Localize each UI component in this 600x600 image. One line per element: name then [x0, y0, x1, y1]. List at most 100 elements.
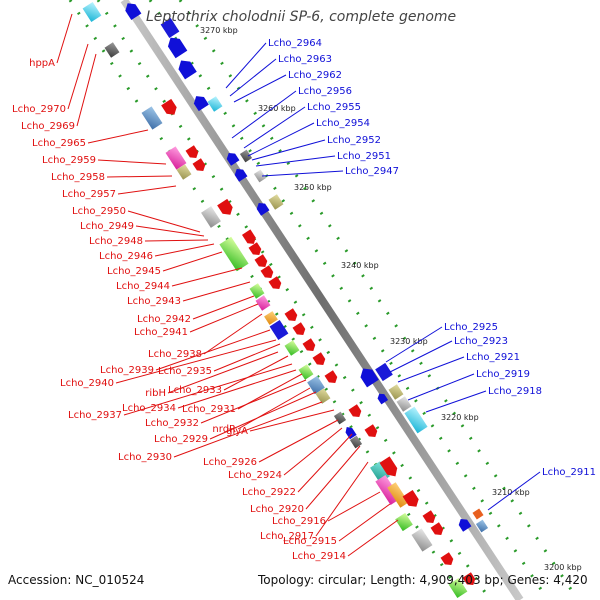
leader-line: [385, 326, 443, 363]
gene-label: Lcho_2918: [488, 386, 542, 397]
gene-arrow: [234, 168, 248, 182]
tick-label: 3250 kbp: [294, 183, 332, 192]
leader-line: [182, 281, 251, 302]
leader-line: [154, 243, 215, 257]
gene-arrow: [260, 265, 274, 279]
gene-label: Lcho_2970: [12, 104, 66, 115]
tick-label: 3200 kbp: [544, 563, 582, 572]
gene-features-reverse: [125, 3, 489, 533]
leader-line: [225, 42, 267, 89]
gene-feature: [82, 2, 102, 22]
gene-label: Lcho_2962: [288, 70, 342, 81]
gene-arrow: [379, 456, 398, 477]
gene-arrow: [458, 518, 472, 532]
gene-feature: [404, 406, 428, 434]
gene-feature: [249, 283, 265, 299]
gene-label: Lcho_2948: [89, 236, 143, 247]
gene-arrow: [377, 393, 389, 405]
leader-line: [487, 471, 541, 511]
gene-label: Lcho_2963: [278, 54, 332, 65]
gene-label: Lcho_2929: [154, 434, 208, 445]
gene-arrow: [167, 37, 188, 59]
gene-feature: [388, 384, 404, 400]
gene-label: Lcho_2911: [542, 467, 596, 478]
left-gene-labels: hppA Lcho_2970Lcho_2969Lcho_2965Lcho_2959…: [12, 58, 346, 562]
gene-feature: [396, 396, 412, 412]
gene-feature: [475, 519, 489, 533]
gene-label: Lcho_2930: [118, 452, 172, 463]
tick-label: 3210 kbp: [492, 488, 530, 497]
gene-arrow: [402, 490, 419, 507]
gene-feature: [472, 508, 484, 520]
tick-label: 3220 kbp: [441, 413, 479, 422]
gene-arrow: [292, 322, 306, 336]
gene-arrow: [241, 229, 256, 244]
leader-line: [127, 210, 201, 233]
gene-feature: [141, 106, 163, 130]
gene-arrow: [422, 510, 436, 524]
gene-label: Lcho_2947: [345, 166, 399, 177]
gene-label: Lcho_2964: [268, 38, 322, 49]
tick-label: 3260 kbp: [258, 104, 296, 113]
leader-line: [283, 427, 343, 476]
leader-line: [97, 159, 167, 165]
gene-label: Lcho_2939: [100, 365, 154, 376]
gene-arrow: [178, 60, 197, 80]
leader-line: [247, 122, 315, 157]
leader-line: [425, 390, 487, 413]
label-leader-lines: [56, 13, 541, 557]
gene-feature: [375, 362, 393, 382]
leader-line: [237, 387, 311, 430]
gene-label: Lcho_2923: [454, 336, 508, 347]
leader-line: [305, 445, 361, 510]
accession-text: Accession: NC_010524: [8, 573, 145, 587]
leader-line: [229, 58, 277, 97]
gene-label: Lcho_2916: [272, 516, 326, 527]
gene-arrow: [302, 338, 316, 352]
gene-label: Lcho_2932: [145, 418, 199, 429]
leader-line: [173, 401, 323, 458]
gene-arrow: [256, 202, 270, 216]
leader-line: [209, 391, 317, 440]
gene-label: Lcho_2959: [42, 155, 96, 166]
gene-feature: [176, 164, 192, 180]
leader-line: [347, 519, 399, 557]
gene-label: Lcho_2937: [68, 410, 122, 421]
gene-label: Lcho_2924: [228, 470, 282, 481]
gene-features: [82, 2, 476, 598]
gene-feature: [269, 320, 289, 340]
leader-line: [213, 343, 281, 372]
leader-line: [389, 340, 453, 373]
gene-arrow: [430, 522, 444, 536]
map-title: Leptothrix cholodnii SP-6, complete geno…: [146, 9, 457, 25]
gene-label: Lcho_2969: [21, 121, 75, 132]
gene-feature: [387, 482, 409, 508]
gene-feature: [411, 528, 433, 552]
gene-feature: [253, 169, 267, 183]
gene-label: Lcho_2933: [168, 385, 222, 396]
gene-feature: [333, 411, 347, 425]
gene-label: Lcho_2922: [242, 487, 296, 498]
gene-arrow: [192, 158, 206, 172]
leader-line: [177, 369, 297, 409]
gene-label: Lcho_2938: [148, 349, 202, 360]
leader-line: [155, 329, 271, 371]
leader-line: [261, 170, 344, 177]
leader-line: [327, 491, 381, 522]
leader-line: [249, 409, 335, 432]
gene-feature: [307, 375, 325, 395]
gene-feature: [255, 295, 271, 311]
leader-line: [315, 461, 369, 537]
leader-line: [258, 419, 339, 463]
gene-label: hppA: [29, 58, 55, 69]
gene-feature: [219, 236, 249, 272]
gene-feature: [104, 42, 120, 58]
leader-line: [223, 355, 289, 391]
leader-line: [192, 295, 255, 320]
leader-line: [87, 129, 149, 144]
gene-label: Lcho_2965: [32, 138, 86, 149]
gene-feature: [448, 578, 468, 598]
gene-feature: [284, 340, 300, 356]
gene-label: Lcho_2950: [72, 206, 126, 217]
